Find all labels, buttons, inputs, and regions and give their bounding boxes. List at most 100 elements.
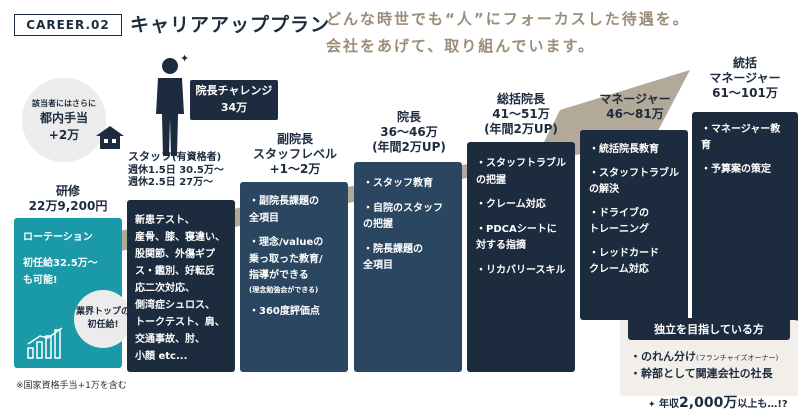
column-item: (理念勉強会ができる) [249, 285, 319, 294]
column-item: 股関節、外傷ギプ [135, 249, 215, 260]
column-item: ・スタッフ教育 [363, 178, 433, 189]
label-line: 22万9,200円 [28, 199, 108, 213]
label-line: 41〜51万 [492, 107, 550, 121]
page-title: キャリアアッププラン [130, 14, 331, 36]
sparkle-icon: ✦ [180, 52, 190, 65]
column-item: トークテスト、肩、 [135, 317, 225, 328]
bubble-line: 該当者にはさらに [32, 98, 96, 108]
tagline-line-1: どんな時世でも“人”にフォーカスした待遇を。 [326, 10, 690, 28]
column-item: ・院長課題の [363, 243, 423, 255]
col-general-director-label: 総括院長 41〜51万 (年間2万UP) [466, 92, 576, 137]
label-line: 36〜46万 [380, 125, 438, 139]
col-director-label: 院長 36〜46万 (年間2万UP) [354, 110, 464, 155]
challenge-title: 院長チャレンジ [195, 84, 273, 97]
column-item: 全項目 [249, 212, 279, 224]
independence-line-note: (フランチャイズオーナー) [696, 354, 779, 362]
col-training-label: 研修 22万9,200円 [20, 184, 116, 214]
col-manager: ・統括院長教育 ・スタッフトラブル の解決 ・ドライブの トレーニング ・レッド… [580, 130, 688, 320]
tagline-line-2: 会社をあげて、取り組んでいます。 [326, 37, 596, 55]
column-item: 小顔 etc... [135, 351, 188, 362]
challenge-salary: 34万 [220, 100, 248, 114]
column-item: の把握 [476, 174, 506, 186]
column-item: ・副院長課題の [249, 196, 319, 207]
column-item: 交通事故、肘、 [135, 334, 205, 345]
label-line: 週休2.5日 27万〜 [128, 177, 214, 188]
independence-line: ・幹部として関連会社の社長 [630, 367, 773, 381]
bubble-line: 都内手当 [39, 110, 88, 125]
bubble-line: +2万 [48, 127, 80, 142]
column-item: ・予算案の策定 [701, 164, 771, 175]
column-item: ・レッドカード [589, 248, 659, 259]
column-item: トレーニング [589, 224, 649, 235]
column-item: ・360度評価点 [249, 306, 320, 318]
label-line: 総括院長 [496, 92, 545, 106]
bubble-line: 初任給! [87, 320, 119, 330]
column-item: の把握 [363, 219, 393, 230]
label-line: +1〜2万 [269, 162, 321, 176]
column-item: 初任給32.5万〜 [23, 257, 98, 269]
column-item: 対する指摘 [476, 240, 526, 251]
label-line: スタッフレベル [252, 147, 337, 161]
column-item: の解決 [589, 184, 619, 195]
column-item: ・スタッフトラブル [476, 158, 566, 169]
column-item: ・クレーム対応 [476, 199, 546, 210]
income-prefix: 年収 [659, 399, 680, 410]
tagline: どんな時世でも“人”にフォーカスした待遇を。 会社をあげて、取り組んでいます。 [326, 6, 690, 60]
income-suffix: 以上も…!? [737, 399, 788, 410]
independence-text: ・のれん分け(フランチャイズオーナー) ・幹部として関連会社の社長 [630, 348, 778, 382]
column-item: ・自院のスタッフ [363, 202, 443, 214]
label-line: 副院長 [276, 132, 313, 146]
label-line: (年間2万UP) [372, 140, 446, 154]
career-badge: CAREER.02 [14, 14, 122, 36]
column-item: も可能! [23, 274, 58, 286]
label-line: (有資格者) [172, 152, 222, 163]
col-staff-label: スタッフ(有資格者) 週休1.5日 30.5万〜 週休2.5日 27万〜 [128, 150, 244, 190]
col-general-manager: ・マネージャー教育 ・予算案の策定 [692, 112, 798, 322]
column-item: ・ドライブの [589, 208, 649, 219]
column-item: 産骨、膝、寝違い、 [135, 232, 225, 243]
col-staff: 新患テスト、 産骨、膝、寝違い、 股関節、外傷ギプ ス・鑑別、好転反 応二次対応… [127, 200, 235, 372]
independence-line: ・のれん分け [630, 350, 696, 363]
footnote: ※国家資格手当+1万を含む [16, 381, 127, 391]
column-item: ・スタッフトラブル [589, 168, 679, 179]
businessman-icon [156, 58, 184, 156]
label-line: 週休1.5日 30.5万〜 [128, 164, 224, 176]
house-icon [96, 126, 124, 149]
column-item: ・リカバリースキル [476, 264, 566, 276]
independence-box: 独立を目指している方 ・のれん分け(フランチャイズオーナー) ・幹部として関連会… [620, 318, 798, 396]
label-line: 研修 [55, 184, 80, 198]
column-item: ・マネージャー教育 [701, 124, 781, 151]
growth-chart-icon [27, 327, 63, 359]
bubble-line: 業界トップの [75, 307, 130, 318]
independence-heading: 独立を目指している方 [628, 318, 790, 340]
column-item: 側湾症シュロス、 [135, 300, 215, 311]
col-vice-director: ・副院長課題の 全項目 ・理念/valueの 乗っ取った教育/ 指導ができる (… [240, 182, 348, 372]
col-general-manager-label: 統括 マネージャー 61〜101万 [690, 56, 800, 101]
column-item: クレーム対応 [589, 264, 649, 275]
label-line: 院長 [396, 110, 421, 124]
column-item: 新患テスト、 [135, 215, 195, 226]
label-line: スタッフ [128, 150, 172, 163]
income-value: 2,000万 [679, 395, 738, 411]
label-line: 46〜81万 [606, 107, 664, 121]
column-item: 全項目 [363, 260, 393, 271]
label-line: マネージャー [709, 71, 781, 85]
column-item: 応二次対応、 [135, 283, 195, 294]
col-general-director: ・スタッフトラブル の把握 ・クレーム対応 ・PDCAシートに 対する指摘 ・リ… [467, 142, 575, 372]
column-item: 乗っ取った教育/ [249, 253, 323, 265]
label-line: 統括 [732, 56, 757, 70]
regional-allowance-bubble: 該当者にはさらに 都内手当 +2万 [22, 78, 106, 162]
label-line: マネージャー [599, 92, 671, 106]
column-item: ・統括院長教育 [589, 144, 659, 155]
label-line: 61〜101万 [712, 86, 778, 100]
label-line: (年間2万UP) [484, 122, 558, 136]
industry-top-bubble: 業界トップの 初任給! [74, 290, 132, 348]
column-item: ス・鑑別、好転反 [135, 266, 215, 277]
director-challenge-box: 院長チャレンジ 34万 [190, 80, 278, 120]
col-director: ・スタッフ教育 ・自院のスタッフ の把握 ・院長課題の 全項目 [354, 162, 462, 372]
column-item: 指導ができる [249, 270, 309, 281]
column-item: ローテーション [23, 232, 93, 243]
column-item: ・理念/valueの [249, 237, 324, 248]
column-item: ・PDCAシートに [476, 223, 557, 235]
col-manager-label: マネージャー 46〜81万 [580, 92, 690, 122]
